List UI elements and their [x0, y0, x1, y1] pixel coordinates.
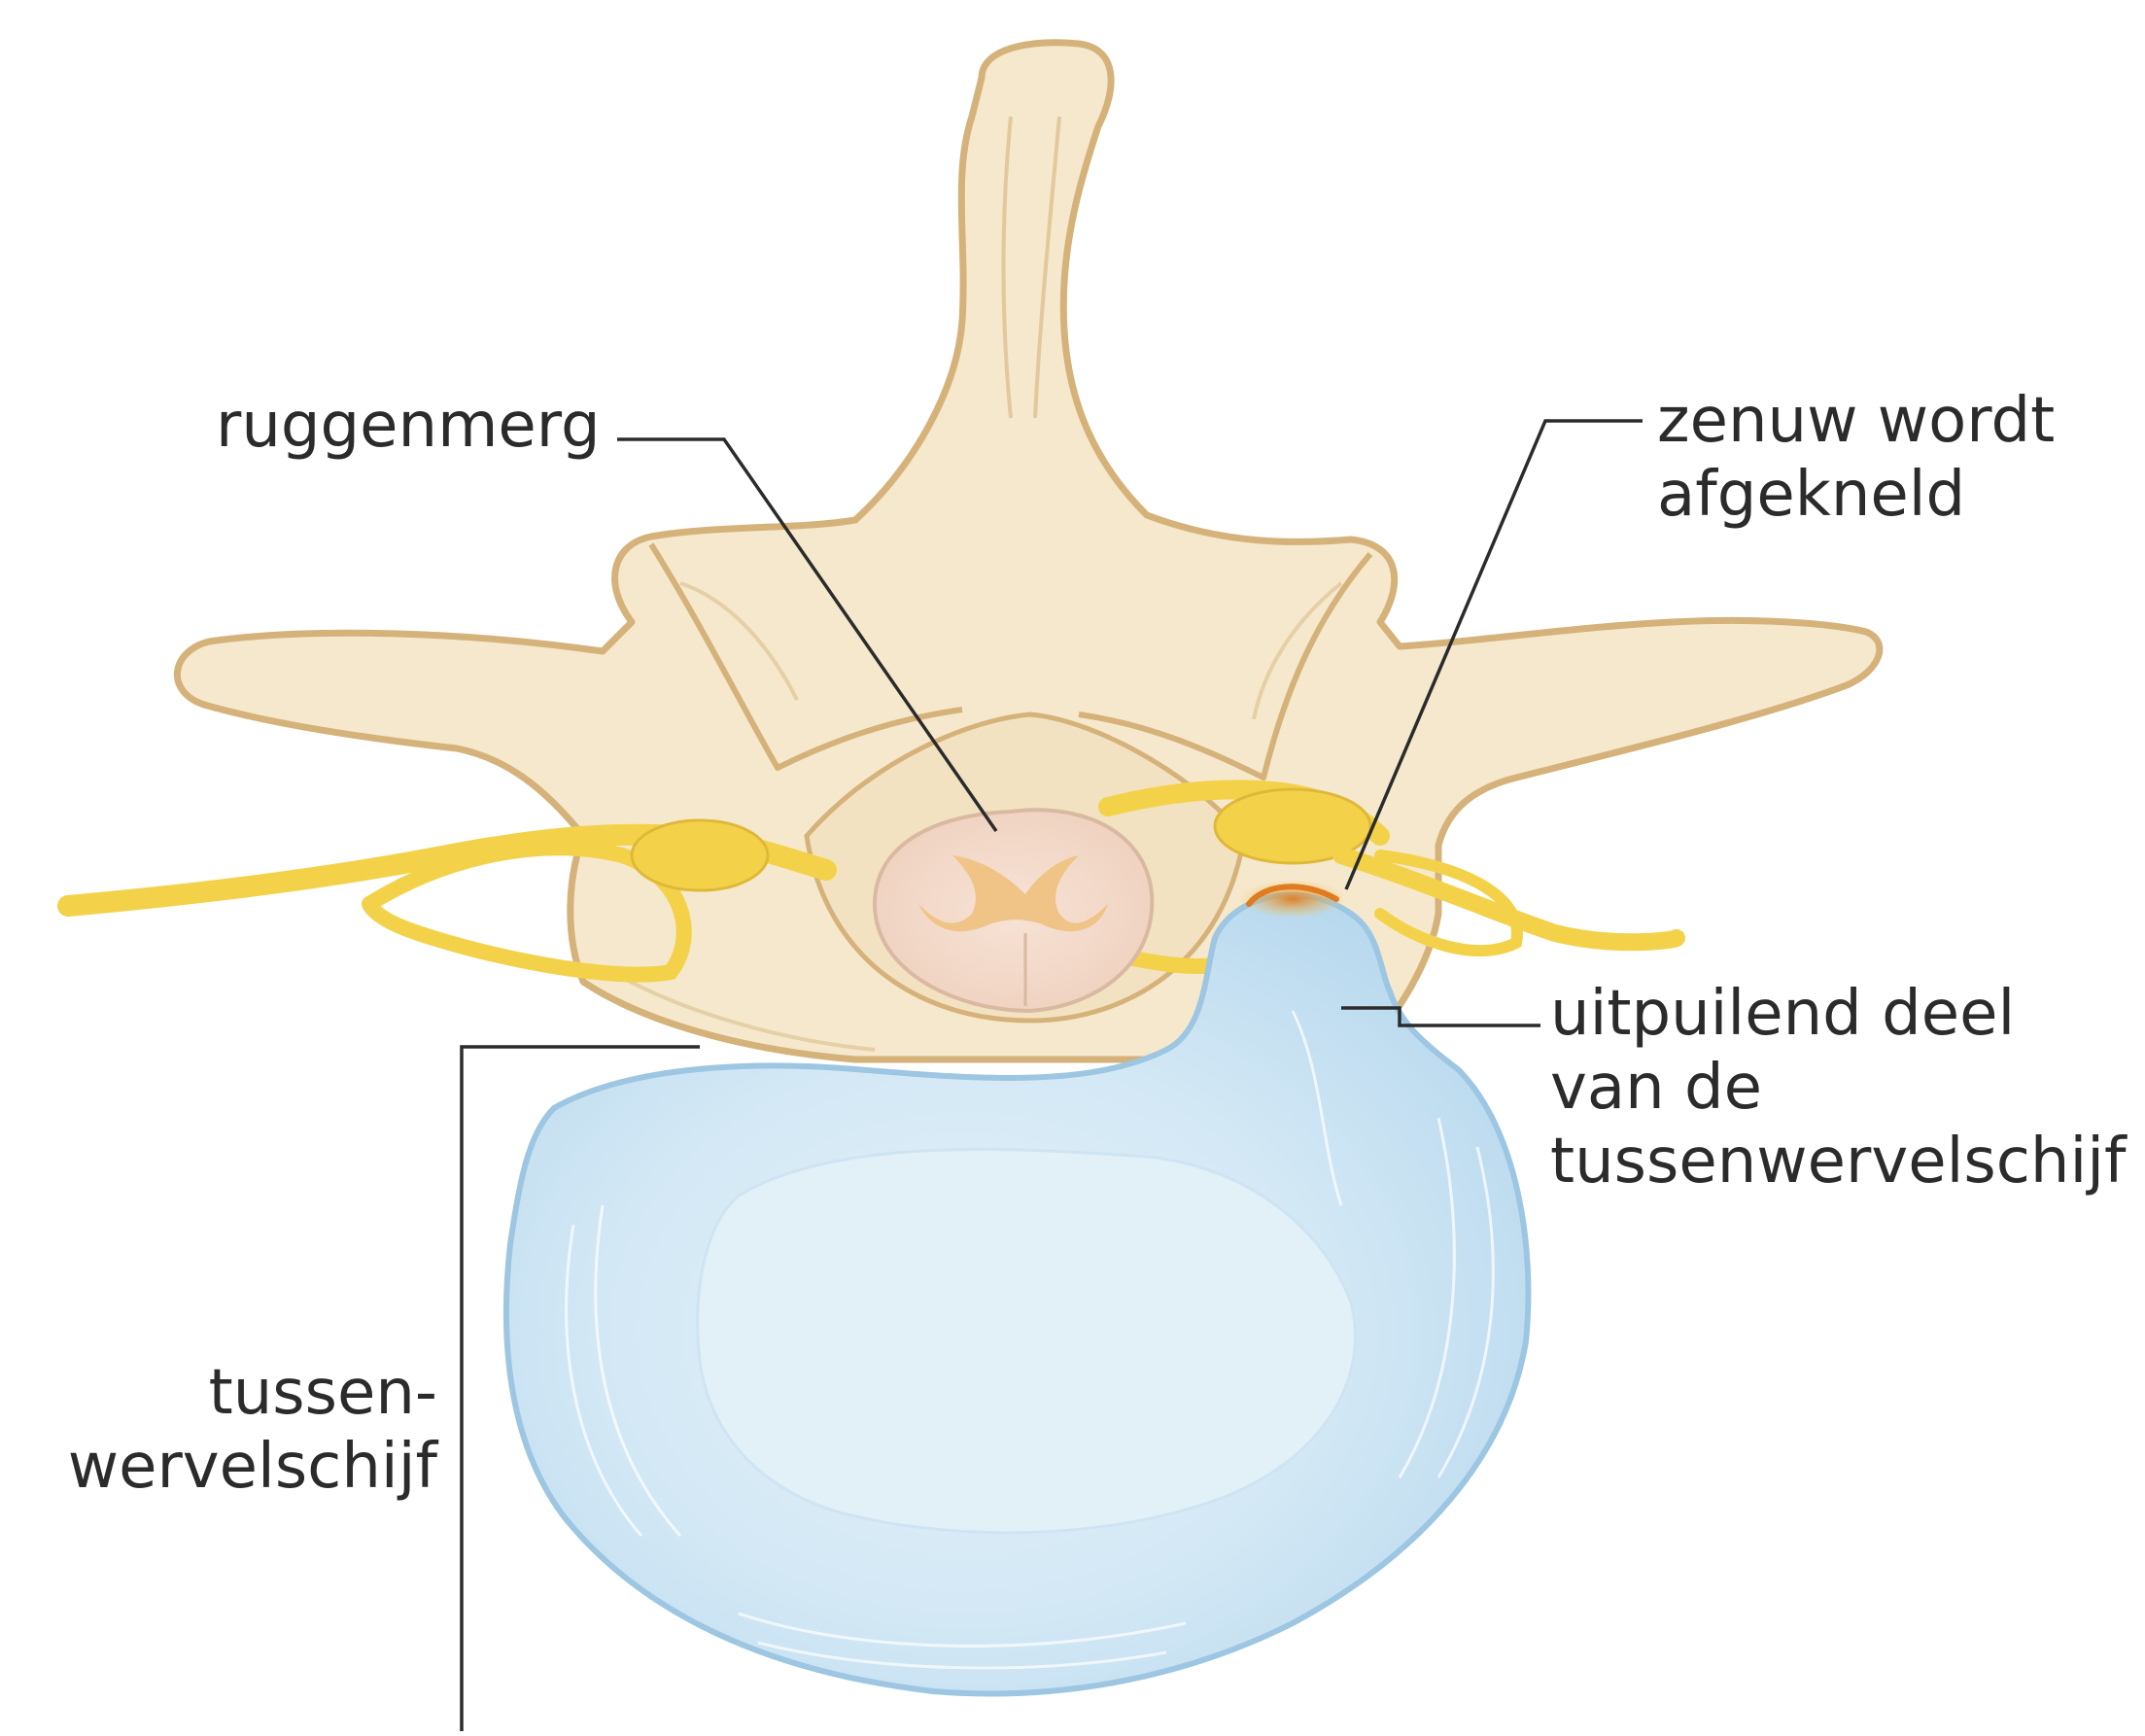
label-nerve-pinched-line2: afgekneld — [1657, 458, 2055, 532]
disc-nucleus — [698, 1149, 1356, 1532]
label-bulging-part-line2: van de — [1550, 1051, 2127, 1125]
label-disc-line1: tussen- — [29, 1356, 437, 1430]
label-bulging-part-line3: tussenwervelschijf — [1550, 1125, 2127, 1198]
label-disc-line2: wervelschijf — [29, 1430, 437, 1504]
label-bulging-part: uitpuilend deel van de tussenwervelschij… — [1550, 977, 2127, 1198]
label-nerve-pinched-line1: zenuw wordt — [1657, 384, 2055, 458]
nerve-left-ganglion — [632, 820, 768, 890]
label-spinal-cord: ruggenmerg — [216, 389, 601, 463]
label-bulging-part-line1: uitpuilend deel — [1550, 977, 2127, 1051]
label-disc: tussen- wervelschijf — [29, 1356, 437, 1504]
label-nerve-pinched: zenuw wordt afgekneld — [1657, 384, 2055, 532]
